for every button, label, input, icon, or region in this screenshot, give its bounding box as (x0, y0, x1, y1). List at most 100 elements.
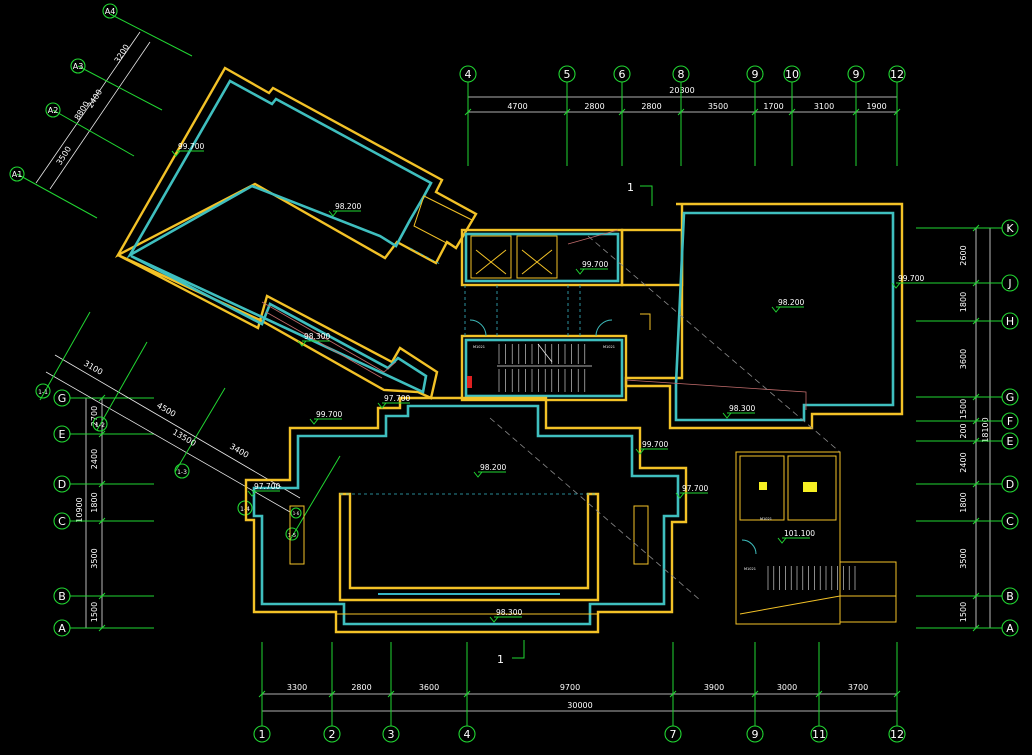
right-dim-1: 1800 (959, 292, 968, 312)
bottom-axis-tick-7 (893, 690, 901, 698)
axis-label-a1: A1 (12, 170, 23, 179)
level-mark-wing_floor (328, 210, 338, 217)
axis-label-right-6: D (1006, 478, 1014, 491)
axis-label-left-2: D (58, 478, 66, 491)
diag-dim-3100: 3100 (82, 359, 104, 377)
bottom-axis-tick-3 (463, 690, 471, 698)
diag-tick-a (39, 311, 91, 401)
top-axis-tick-0 (464, 108, 472, 116)
left-dim-3: 3500 (90, 548, 99, 568)
door-tag-b: M1021 (603, 345, 615, 349)
axis-bubble-a2 (45, 102, 61, 118)
level-value-south_bottom: 98.300 (496, 608, 522, 617)
door-tag-a: M1021 (473, 345, 485, 349)
level-value-south_d: 97.700 (384, 394, 410, 403)
stair-treads (498, 344, 586, 392)
right-axis-tick-2 (972, 317, 980, 325)
diag-dim-3400: 3400 (228, 442, 250, 460)
diag-axis-a2-line (52, 109, 135, 157)
level-mark-annex (777, 537, 787, 544)
diag-dim-0: 3200 (113, 43, 131, 65)
level-mark-wing_lower (297, 340, 307, 347)
right-dim-4: 200 (959, 423, 968, 438)
left-axis-tick-4 (98, 592, 106, 600)
top-dim-1: 2800 (584, 102, 604, 111)
nw-wing-ramp-line-2 (265, 311, 383, 379)
axis-label-a3: A3 (73, 62, 84, 71)
annex-door-swing (741, 539, 757, 555)
level-mark-east_right (891, 282, 901, 289)
axis-label-left-0: G (58, 392, 67, 405)
annex-stair-treads (767, 566, 856, 590)
annex-outer (735, 451, 841, 625)
level-mark-south_a (247, 490, 257, 497)
elevator-b (516, 235, 558, 279)
core-top-inner (464, 232, 620, 283)
right-axis-tick-1 (972, 279, 980, 287)
door-tag-d: M1021 (760, 517, 772, 521)
nw-wing-inner-wall (126, 79, 433, 259)
right-dim-7: 3500 (959, 548, 968, 568)
top-dim-4: 1700 (763, 102, 783, 111)
diag-tick-c (174, 387, 226, 473)
top-axis-tick-3 (677, 108, 685, 116)
section-marker-bottom: 1 (497, 640, 525, 666)
diag-tick-b (96, 341, 148, 431)
level-value-east_lower: 98.300 (729, 404, 755, 413)
level-value-wing_lower: 98.300 (304, 332, 330, 341)
stair-arrow (537, 343, 553, 363)
right-axis-tick-3 (972, 393, 980, 401)
axis-label-bottom-4: 7 (670, 728, 677, 741)
elevator-a-x2 (475, 249, 507, 275)
bottom-dim-1: 2800 (351, 683, 371, 692)
bottom-axis-tick-5 (751, 690, 759, 698)
right-axis-tick-4 (972, 417, 980, 425)
door-swing-a (469, 319, 487, 337)
diag-dim-line-b (45, 371, 291, 513)
bottom-dim-0: 3300 (287, 683, 307, 692)
nw-wing-south-inner (130, 254, 428, 394)
level-mark-east_floor (771, 306, 781, 313)
axis-label-right-5: E (1007, 435, 1014, 448)
left-axis-tick-0 (98, 394, 106, 402)
axis-label-top-6: 9 (853, 68, 860, 81)
south-pier-left (289, 505, 305, 565)
bottom-axis-tick-1 (328, 690, 336, 698)
left-dim-4: 1500 (90, 602, 99, 622)
annex-ramp (739, 595, 896, 615)
right-axis-tick-5 (972, 437, 980, 445)
south-block (244, 396, 688, 634)
right-dim-8: 1500 (959, 602, 968, 622)
axis-label-right-8: B (1006, 590, 1014, 603)
core-ramp (567, 229, 619, 245)
axis-label-right-2: H (1006, 315, 1014, 328)
level-marks: 99.70098.20098.30099.70099.70098.20098.3… (171, 142, 924, 623)
axis-label-top-7: 12 (890, 68, 904, 81)
right-dim-0: 2600 (959, 245, 968, 265)
axis-label-bottom-6: 11 (812, 728, 826, 741)
axis-label-top-0: 4 (465, 68, 472, 81)
level-value-south_e: 97.700 (682, 484, 708, 493)
axis-label-a2: A2 (48, 106, 59, 115)
level-value-south_a: 97.700 (254, 482, 280, 491)
level-mark-south_bottom (489, 616, 499, 623)
level-value-east_floor: 98.200 (778, 298, 804, 307)
top-axis-tick-7 (893, 108, 901, 116)
top-axis-tick-2 (618, 108, 626, 116)
top-dim-2: 2800 (641, 102, 661, 111)
diag-overall-dim: 8800 (73, 100, 91, 122)
axis-label-right-7: C (1006, 515, 1014, 528)
annex-stair-box (839, 561, 897, 623)
section-bubble-1-3 (174, 463, 190, 479)
bottom-axis-tick-4 (669, 690, 677, 698)
bottom-dim-5: 3000 (777, 683, 797, 692)
section-label-1-1: 1-1 (38, 389, 48, 396)
axis-label-top-1: 5 (564, 68, 571, 81)
annex-fixture-a (759, 482, 767, 490)
door-tag-c: M1021 (744, 567, 756, 571)
right-dim-6: 1800 (959, 492, 968, 512)
south-hall-wall (338, 492, 600, 602)
